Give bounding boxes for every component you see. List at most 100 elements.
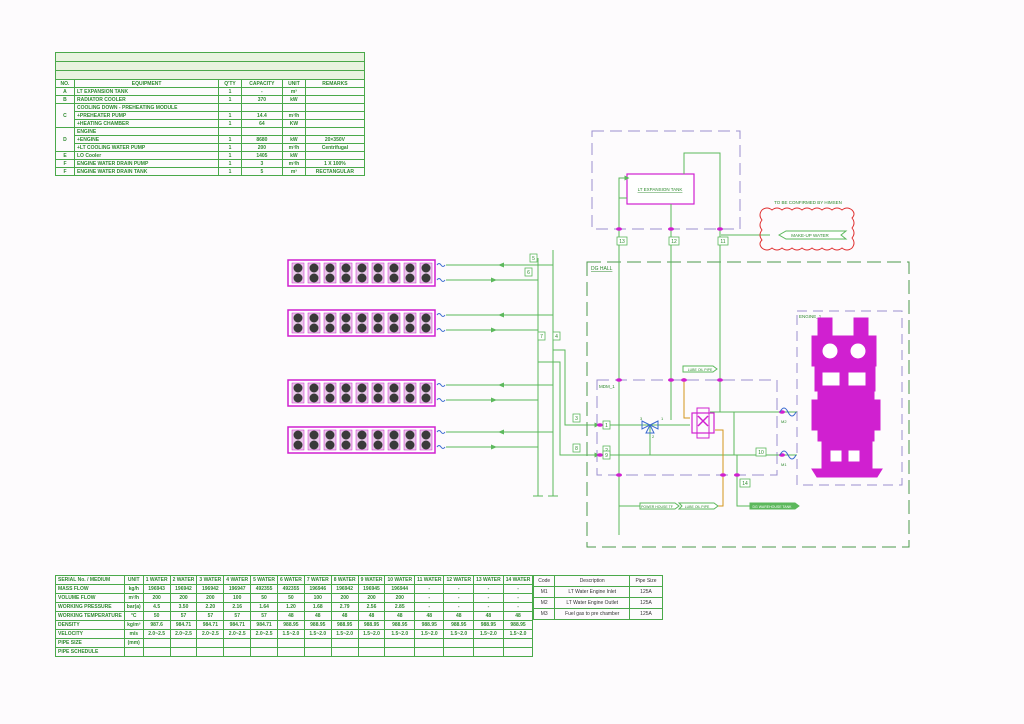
stream-row-label: PIPE SCHEDULE (55, 647, 125, 657)
stream-cell: 1.5~2.0 (473, 629, 504, 639)
stream-cell: - (414, 593, 445, 603)
stream-tag[interactable]: 10 (755, 447, 767, 457)
radiator-unit[interactable] (287, 259, 436, 287)
stream-tag[interactable]: 14 (739, 478, 751, 488)
stream-tag[interactable]: 11 (717, 236, 729, 246)
stream-cell: 1.64 (250, 602, 278, 612)
stream-cell (196, 638, 225, 648)
engine[interactable] (811, 317, 883, 478)
radiator-fan (291, 429, 305, 451)
stream-column-header: 9 WATER (357, 575, 386, 585)
radiator-fan (355, 382, 369, 404)
stream-column-header: 2 WATER (169, 575, 198, 585)
connection-m1: M1 (781, 462, 787, 467)
description-cell: LT Water Engine Outlet (554, 597, 631, 609)
stream-cell (473, 647, 504, 657)
lt-expansion-tank[interactable] (626, 173, 695, 205)
flow-arrow-icon (498, 382, 504, 388)
fuel-gas-line-out (715, 429, 724, 507)
stream-row-label: VELOCITY (55, 629, 125, 639)
stream-tag[interactable]: 3 (572, 413, 581, 423)
stream-tag[interactable]: 5 (529, 253, 538, 263)
stream-row-label: DENSITY (55, 620, 125, 630)
radiator-fan (339, 312, 353, 334)
boundary-marker (597, 453, 603, 457)
stream-cell (330, 638, 359, 648)
stream-cell (169, 647, 198, 657)
stream-tag[interactable]: 1 (602, 420, 611, 430)
pipe-size-cell: 125A (629, 586, 663, 598)
pipe-size-cell: 125A (629, 608, 663, 620)
stream-cell: 984.71 (196, 620, 225, 630)
stream-cell (277, 647, 305, 657)
lt-expansion-tank-label: LT EXPANSION TANK (638, 187, 683, 192)
outlet-tag-warehouse-label: DG WAREHOUSE TANK (752, 505, 792, 509)
stream-tag[interactable]: 6 (524, 267, 533, 277)
stream-cell (330, 647, 359, 657)
stream-cell: 988.95 (277, 620, 305, 630)
stream-cell (473, 638, 504, 648)
outlet-tag-power-house-label: POWER HOUSE TF (641, 505, 673, 509)
stream-column-header: 7 WATER (303, 575, 332, 585)
fuel-gas-line (683, 378, 690, 419)
stream-unit-header: UNIT (123, 575, 144, 585)
radiator-unit[interactable] (287, 379, 436, 407)
stream-cell: 492355 (277, 584, 305, 594)
radiator-fan (419, 429, 433, 451)
stream-tag[interactable]: 7 (537, 331, 546, 341)
code-header-cell: Code (532, 575, 556, 587)
three-way-valve[interactable] (641, 420, 659, 434)
outlet-tags: POWER HOUSE TF LUBE OIL PIPE DG WAREHOUS… (639, 365, 800, 510)
stream-tag[interactable]: 12 (668, 236, 680, 246)
stream-cell: 48 (357, 611, 386, 621)
radiator-fan (371, 312, 385, 334)
stream-cell (357, 638, 386, 648)
boundary-marker (734, 473, 740, 477)
stream-tag[interactable]: 8 (572, 443, 581, 453)
radiator-fan (307, 382, 321, 404)
stream-cell: 196944 (384, 584, 416, 594)
radiator-unit[interactable] (287, 309, 436, 337)
dg-hall-label: DG HALL (591, 266, 613, 272)
stream-cell (357, 647, 386, 657)
stream-cell: 48 (502, 611, 534, 621)
stream-cell: - (502, 584, 534, 594)
flex-connector-icon (436, 313, 446, 317)
stream-cell: 48 (414, 611, 445, 621)
stream-cell: 57 (169, 611, 198, 621)
stream-cell: 492355 (250, 584, 278, 594)
stream-tag-label: 1 (605, 423, 608, 429)
stream-tag-label: 11 (720, 239, 725, 245)
boundary-marker (597, 423, 603, 427)
valve-port-2: 2 (652, 434, 655, 439)
stream-cell: 196942 (169, 584, 198, 594)
stream-tag[interactable]: 13 (616, 236, 628, 246)
radiator-fan (387, 429, 401, 451)
stream-cell: 988.95 (414, 620, 445, 630)
boundary-markers (597, 227, 785, 477)
radiator-fan (419, 382, 433, 404)
radiator-fan (355, 429, 369, 451)
boundary-marker (616, 378, 622, 382)
lo-cooler[interactable] (691, 407, 715, 439)
stream-cell: 988.95 (443, 620, 475, 630)
stream-tag[interactable]: 9 (602, 450, 611, 460)
stream-cell: - (414, 584, 445, 594)
stream-tag[interactable]: 4 (552, 331, 561, 341)
stream-column-header: 4 WATER (223, 575, 252, 585)
stream-cell: - (443, 602, 475, 612)
stream-cell: 57 (250, 611, 278, 621)
makeup-water-tag[interactable] (777, 230, 848, 240)
flow-arrow-icon (491, 397, 497, 403)
radiator-unit[interactable] (287, 426, 436, 454)
flow-arrow-icon (498, 312, 504, 318)
